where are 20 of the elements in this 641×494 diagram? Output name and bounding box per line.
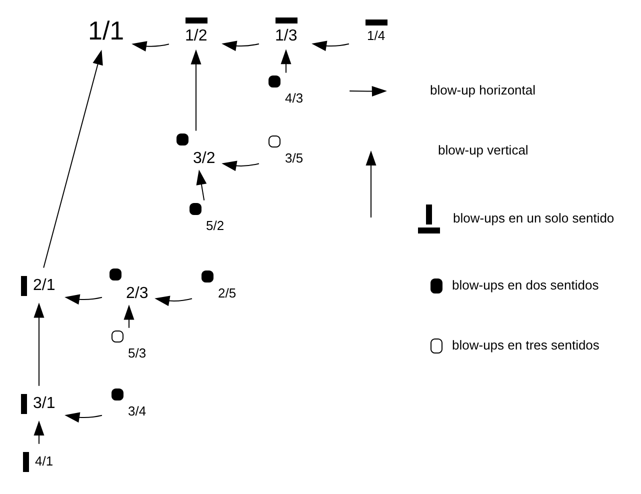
node-label: 3/1: [33, 394, 56, 412]
legend-label: blow-up horizontal: [430, 82, 536, 98]
node-text: 1/1: [88, 15, 124, 46]
legend-label: blow-ups en un solo sentido: [453, 210, 614, 226]
node-label: 1/2: [185, 27, 208, 44]
node-label: 5/2: [206, 218, 224, 233]
node-label: 3/5: [285, 150, 304, 166]
node-label: 2/3: [126, 284, 148, 302]
node-label: 4/3: [285, 90, 304, 106]
node-label: 3/2: [193, 150, 216, 167]
node-label: 1/4: [367, 28, 386, 43]
node-label: 2/1: [33, 276, 56, 294]
node-label: 4/1: [35, 453, 54, 468]
node-label: 3/4: [128, 403, 146, 418]
node-label: 2/5: [218, 285, 236, 300]
legend-label: blow-up vertical: [438, 142, 528, 158]
node-label: 5/3: [128, 345, 146, 360]
legend-label: blow-ups en tres sentidos: [452, 337, 600, 352]
node-label: 1/3: [275, 27, 298, 44]
legend-label: blow-ups en dos sentidos: [452, 277, 599, 292]
